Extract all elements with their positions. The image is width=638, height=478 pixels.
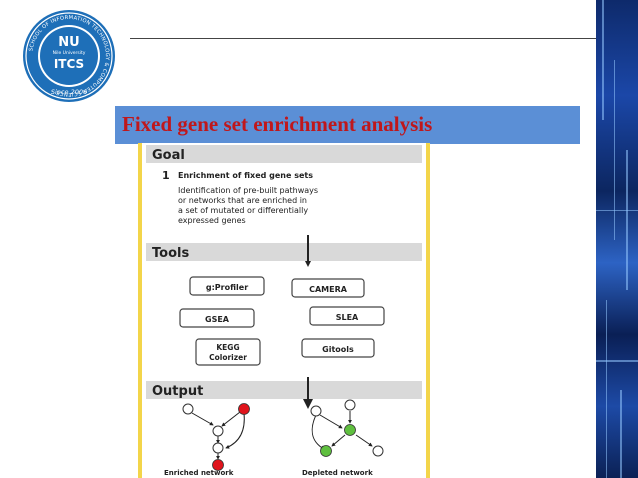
enrichment-figure: Goal 1 Enrichment of fixed gene sets Ide…: [138, 143, 430, 478]
header-divider: [130, 38, 596, 39]
goal-desc-line1: Identification of pre-built pathways: [178, 186, 318, 195]
tool-slea: SLEA: [336, 313, 359, 322]
enriched-network-diagram: [182, 403, 250, 471]
title-bar: [115, 106, 580, 144]
tool-camera: CAMERA: [309, 285, 348, 294]
goal-desc-line4: expressed genes: [178, 216, 246, 225]
tool-gitools-box: [301, 338, 375, 358]
enriched-network-label: Enriched network: [164, 469, 234, 477]
tool-kegg-line1: KEGG: [216, 343, 239, 352]
tools-header-bar: [146, 243, 422, 261]
slide-title: Fixed gene set enrichment analysis: [122, 112, 433, 136]
decorative-side-strip: [596, 0, 638, 478]
itcs-logo: SCHOOL OF INFORMATION TECHNOLOGY & COMPU…: [14, 8, 124, 104]
tool-kegg-box: [195, 338, 261, 366]
goal-desc-line3: a set of mutated or differentially: [178, 206, 308, 215]
output-header: Output: [152, 384, 203, 399]
depleted-network-diagram: [310, 399, 384, 457]
tools-header: Tools: [152, 246, 189, 261]
goal-title: Enrichment of fixed gene sets: [178, 171, 313, 180]
tool-gsea-box: [179, 308, 255, 328]
logo-mark: NU: [58, 35, 79, 50]
depleted-network-label: Depleted network: [302, 469, 373, 477]
tool-slea-box: [309, 306, 385, 326]
logo-university: Nile University: [53, 50, 86, 56]
tool-gitools: Gitools: [322, 345, 354, 354]
goal-desc-line2: or networks that are enriched in: [178, 196, 307, 205]
goal-header: Goal: [152, 148, 185, 163]
tool-gprofiler: g:Profiler: [206, 283, 248, 292]
logo-name: ITCS: [54, 57, 84, 71]
tool-gsea: GSEA: [205, 315, 230, 324]
tool-gprofiler-box: [189, 276, 265, 296]
goal-header-bar: [146, 145, 422, 163]
logo-since: Since 2006: [51, 88, 87, 96]
tool-kegg-line2: Colorizer: [209, 353, 247, 362]
output-header-bar: [146, 381, 422, 399]
tool-camera-box: [291, 278, 365, 298]
goal-number: 1: [162, 169, 170, 182]
